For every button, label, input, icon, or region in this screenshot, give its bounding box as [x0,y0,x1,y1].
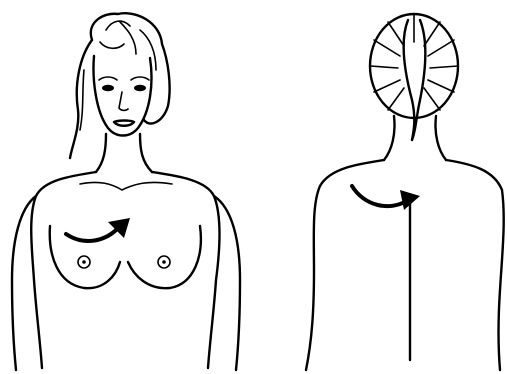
mouth [114,121,134,126]
neck [96,134,152,172]
left-eye [102,85,114,91]
right-eye [134,85,146,91]
front-view-figure [0,0,253,374]
right-eyebrow [131,77,149,80]
collarbones [80,182,172,190]
left-eyebrow [99,77,117,80]
front-view-drawing [0,0,253,374]
right-nipple-center [162,260,166,264]
front-direction-arrow [66,226,120,241]
nose [119,92,128,110]
back-direction-arrow [352,186,408,206]
back-view-drawing [254,0,507,374]
chest-contours [50,226,201,288]
back-view-figure [254,0,507,374]
face-outline [94,56,152,136]
left-nipple-center [82,260,86,264]
